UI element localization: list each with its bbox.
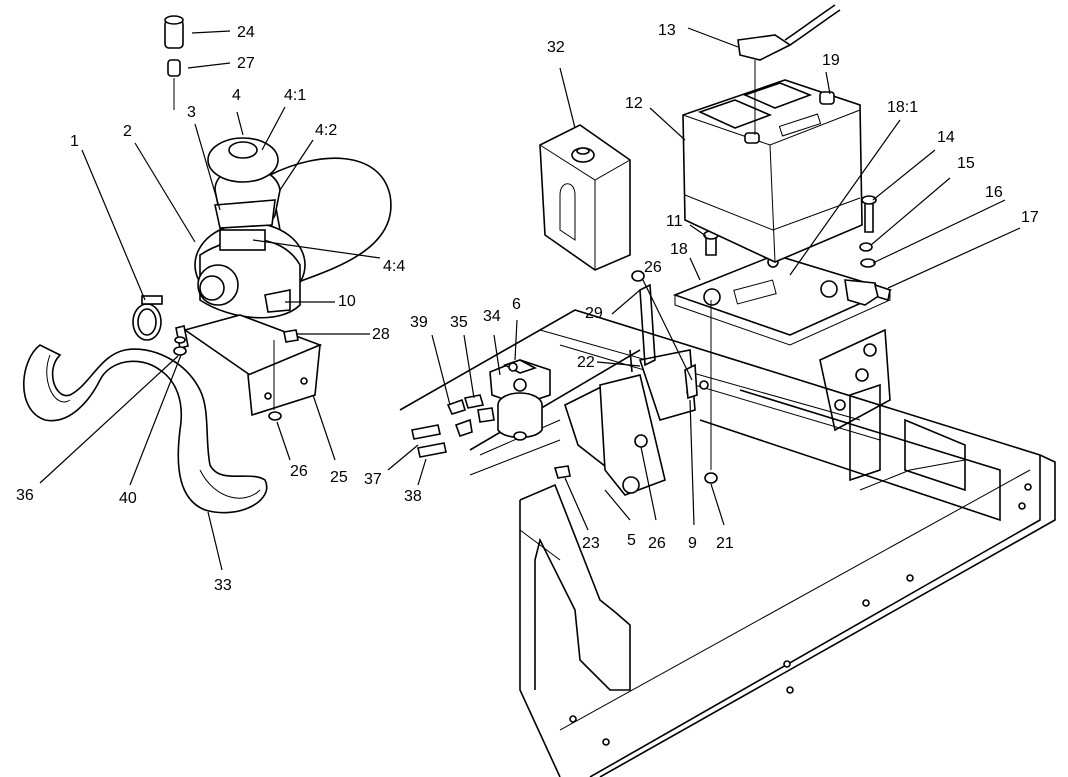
callout-5: 5 <box>627 532 636 549</box>
cap-icon <box>164 15 184 110</box>
callout-21: 21 <box>716 535 734 552</box>
fastener-icons <box>173 195 877 484</box>
callout-29: 29 <box>585 305 603 322</box>
callout-2: 2 <box>123 123 132 140</box>
callout-19: 19 <box>822 52 840 69</box>
callout-13: 13 <box>658 22 676 39</box>
callout-14: 14 <box>937 129 955 146</box>
callout-4: 4 <box>232 87 241 104</box>
callout-17: 17 <box>1021 209 1039 226</box>
callout-6: 6 <box>512 296 521 313</box>
callout-24: 24 <box>237 24 255 41</box>
callout-27: 27 <box>237 55 255 72</box>
callout-9: 9 <box>688 535 697 552</box>
callout-25: 25 <box>330 469 348 486</box>
callout-39: 39 <box>410 314 428 331</box>
callout-4-1: 4:1 <box>284 87 306 104</box>
battery-icon <box>682 60 863 263</box>
chassis-frame-icon <box>399 254 1056 777</box>
callout-labels: 1 2 3 4 4:1 4:2 4:4 5 6 9 10 11 12 13 14… <box>16 22 1039 594</box>
callout-28: 28 <box>372 326 390 343</box>
callout-10: 10 <box>338 293 356 310</box>
callout-23: 23 <box>582 535 600 552</box>
fuel-filter-icon <box>411 359 551 458</box>
callout-3: 3 <box>187 104 196 121</box>
callout-18-1: 18:1 <box>887 99 918 116</box>
callout-26-c: 26 <box>644 259 662 276</box>
mounting-bracket-icon <box>183 314 323 417</box>
callout-1: 1 <box>70 133 79 150</box>
bracket-icon <box>564 283 709 496</box>
callout-40: 40 <box>119 490 137 507</box>
callout-34: 34 <box>483 308 501 325</box>
callout-37: 37 <box>364 471 382 488</box>
callout-12: 12 <box>625 95 643 112</box>
callout-35: 35 <box>450 314 468 331</box>
callout-4-4: 4:4 <box>383 258 405 275</box>
reservoir-tank-icon <box>539 124 631 271</box>
intake-hose-icon <box>23 344 268 514</box>
callout-26-b: 26 <box>648 535 666 552</box>
callout-33: 33 <box>214 577 232 594</box>
callout-18: 18 <box>670 241 688 258</box>
callout-16: 16 <box>985 184 1003 201</box>
callout-32: 32 <box>547 39 565 56</box>
callout-11: 11 <box>666 213 683 230</box>
callout-38: 38 <box>404 488 422 505</box>
cable-connector-icon <box>737 4 891 306</box>
callout-22: 22 <box>577 354 595 371</box>
leader-lines <box>39 27 1021 571</box>
callout-36: 36 <box>16 487 34 504</box>
callout-15: 15 <box>957 155 975 172</box>
callout-26-a: 26 <box>290 463 308 480</box>
hose-clamp-icon <box>132 295 163 341</box>
callout-4-2: 4:2 <box>315 122 337 139</box>
air-cleaner-icon <box>194 137 392 319</box>
